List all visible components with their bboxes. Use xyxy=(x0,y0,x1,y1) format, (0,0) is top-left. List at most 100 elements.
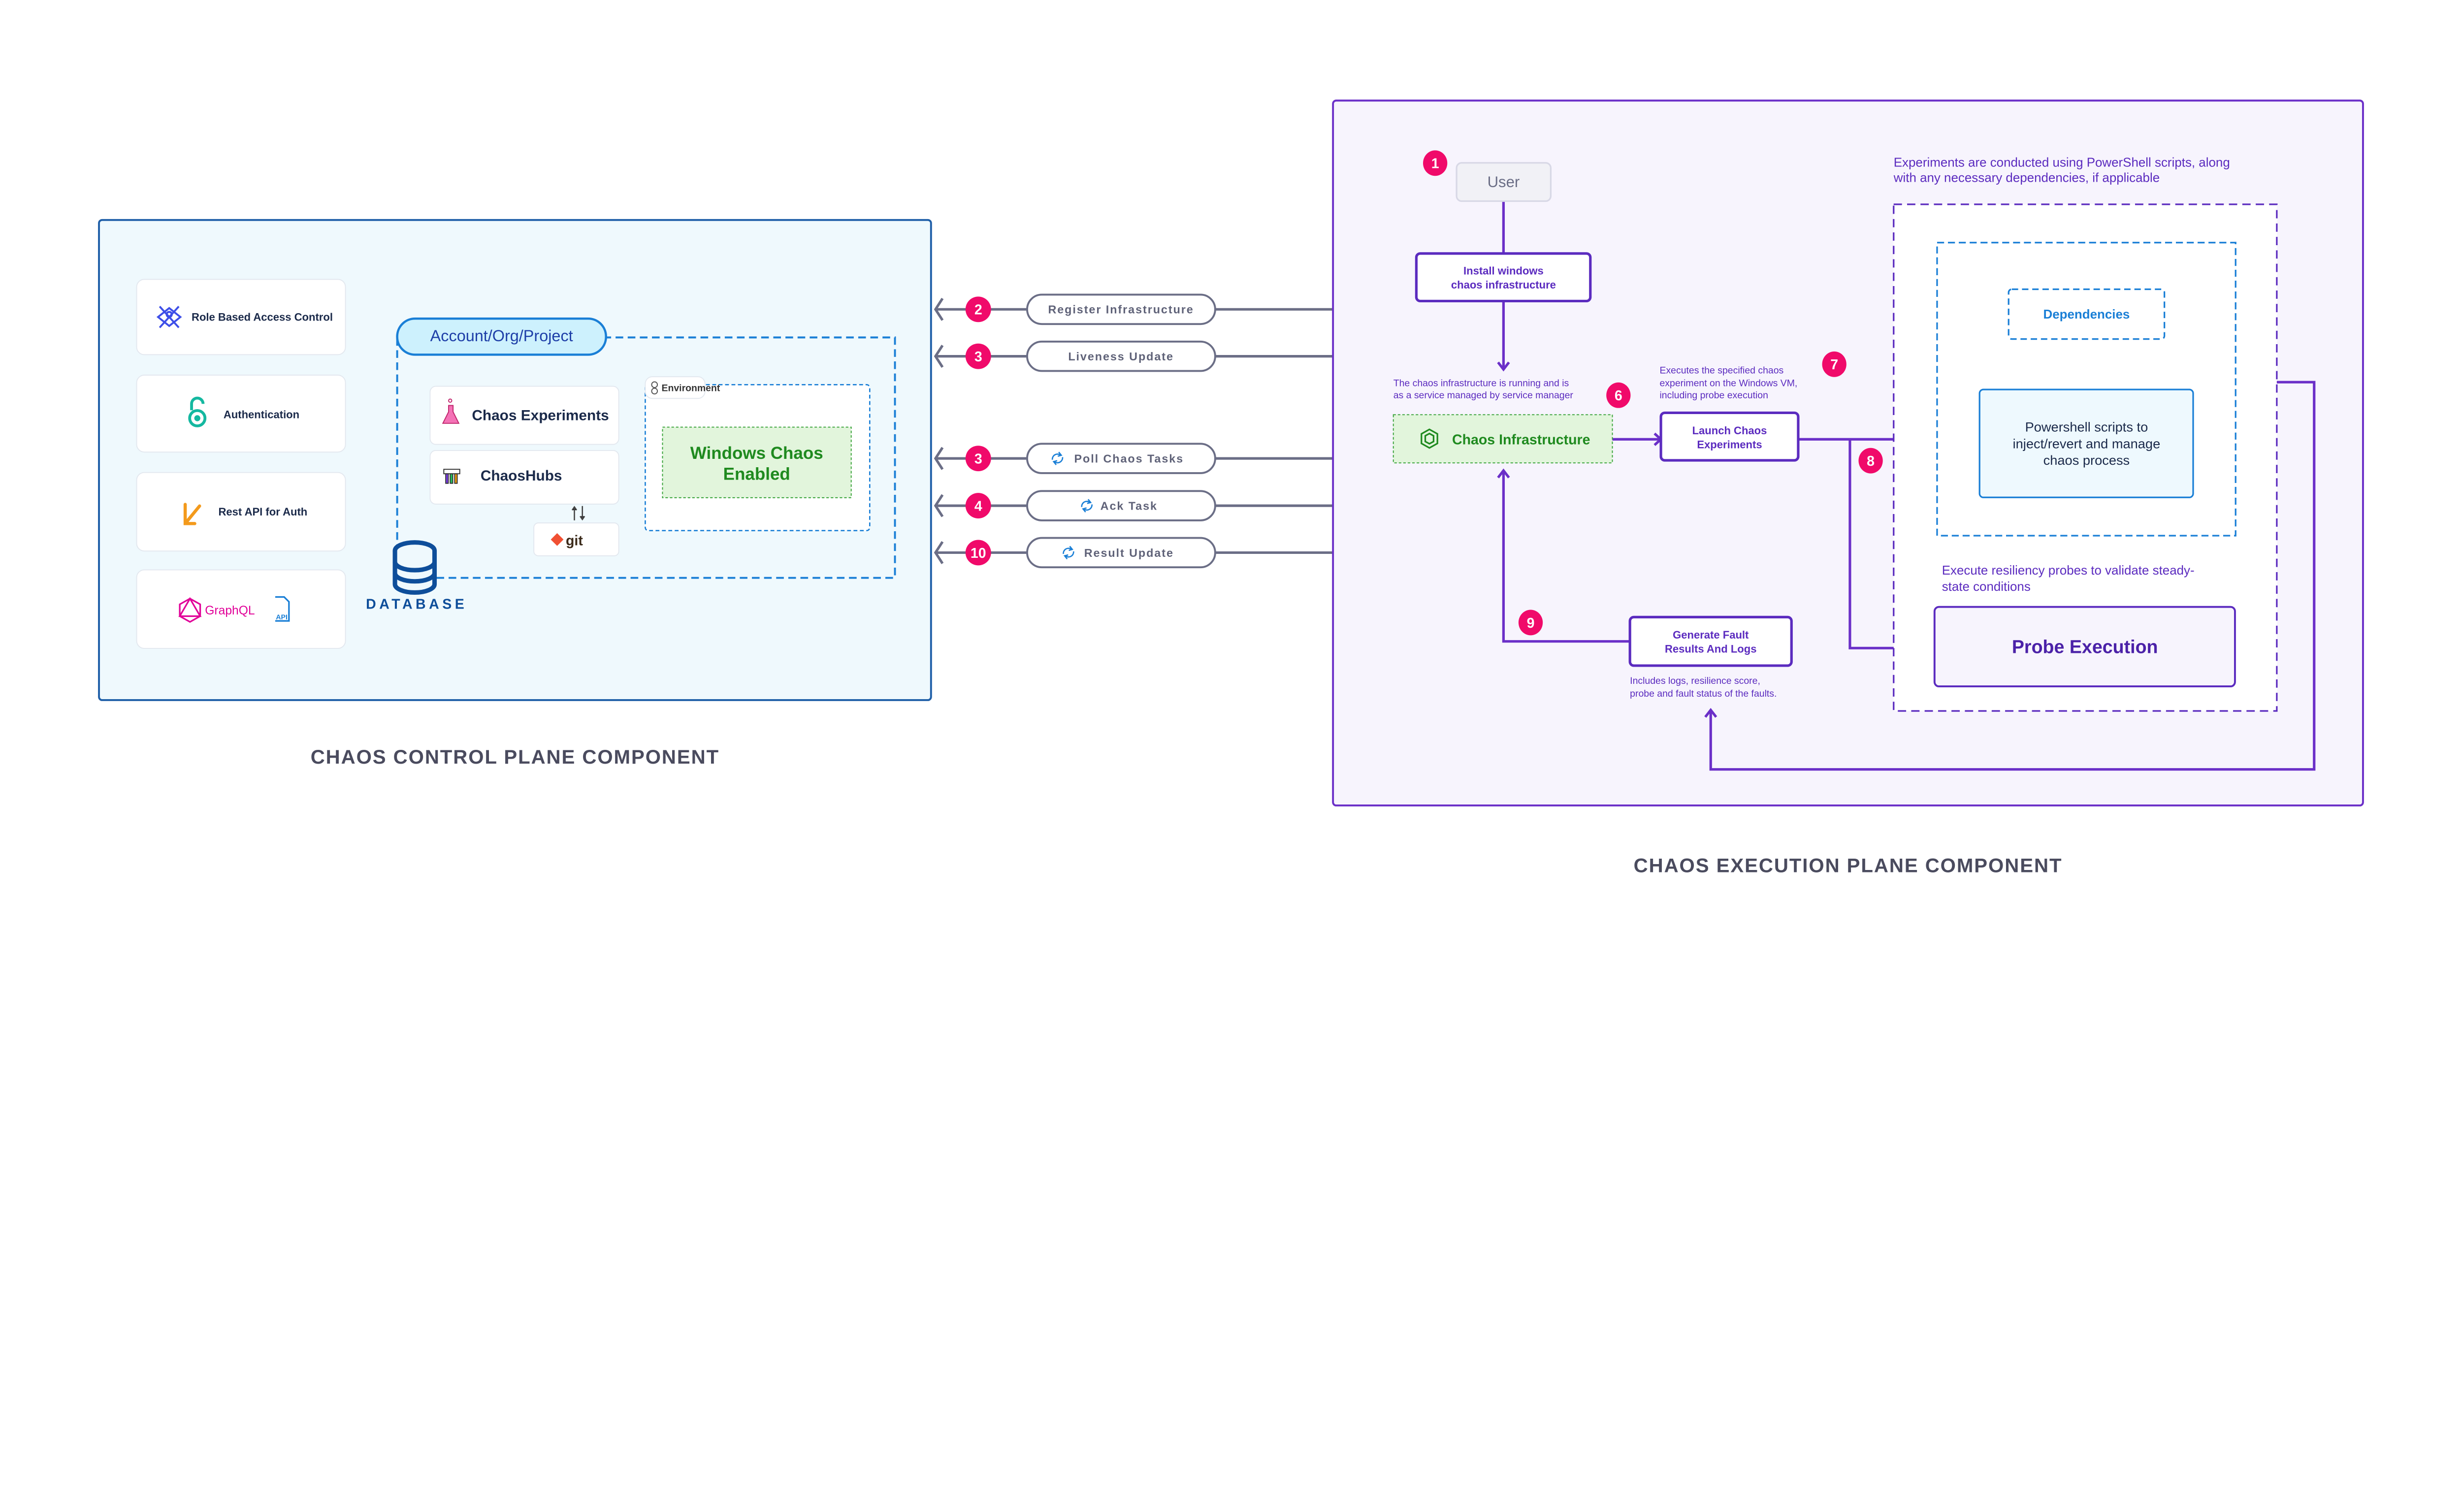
git-label: git xyxy=(566,533,583,549)
powershell-label: Powershell scripts to xyxy=(2025,419,2148,435)
environment-icon xyxy=(651,381,658,395)
powershell-note: with any necessary dependencies, if appl… xyxy=(1893,171,2160,185)
step-number: 7 xyxy=(1830,357,1838,373)
flask-icon xyxy=(442,398,460,424)
git-icon xyxy=(551,533,564,546)
windows-chaos-enabled-box xyxy=(662,426,852,498)
user-label: User xyxy=(1488,173,1520,191)
api-label: API xyxy=(276,613,288,621)
connector-arrow xyxy=(1704,381,2316,771)
lock-icon xyxy=(188,396,207,427)
message-label: Register Infrastructure xyxy=(1048,303,1194,316)
generate-label: Results And Logs xyxy=(1665,643,1756,655)
environment-label: Environment xyxy=(662,383,720,393)
card-label: Authentication xyxy=(224,408,299,420)
powershell-label: chaos process xyxy=(2043,452,2130,468)
scope-pill: Account/Org/Project xyxy=(396,317,607,356)
environment-box: Environment Windows Chaos Enabled xyxy=(645,376,871,531)
chaoshubs-label: ChaosHubs xyxy=(481,468,562,484)
generate-label: Generate Fault xyxy=(1673,629,1749,641)
step-number: 9 xyxy=(1527,615,1535,631)
step-number: 6 xyxy=(1615,388,1622,404)
message-arrows: 2 Register Infrastructure 3 Liveness Update… xyxy=(934,293,1333,569)
card-label: Role Based Access Control xyxy=(192,311,333,323)
card-authentication: Authentication xyxy=(136,374,346,453)
step-number: 10 xyxy=(971,546,986,561)
powershell-note: Experiments are conducted using PowerShe… xyxy=(1894,156,2230,169)
probe-execution-label: Probe Execution xyxy=(2012,637,2158,657)
card-rbac: Role Based Access Control xyxy=(136,279,346,355)
message-row: 3 Liveness Update xyxy=(934,340,1333,372)
results-note: probe and fault status of the faults. xyxy=(1630,688,1777,699)
execution-plane: User 1 Install windows chaos infrastruct… xyxy=(1332,99,2364,876)
step-badge: 1 xyxy=(1423,150,1448,176)
execute-note: including probe execution xyxy=(1659,390,1768,401)
connector-arrow xyxy=(1497,301,1510,372)
powershell-scripts-node: Powershell scripts to inject/revert and … xyxy=(1978,388,2194,498)
chaos-experiments-card: Chaos Experiments xyxy=(429,386,619,445)
infra-note: as a service managed by service manager xyxy=(1393,390,1574,401)
message-pill xyxy=(1026,490,1216,521)
card-rest-api: Rest API for Auth xyxy=(136,472,346,552)
message-pill xyxy=(1026,443,1216,474)
install-infrastructure-node: Install windows chaos infrastructure xyxy=(1415,252,1592,303)
connector-arrow xyxy=(1497,468,1630,643)
sync-icon xyxy=(1051,451,1064,465)
architecture-diagram: Role Based Access Control Authentication… xyxy=(98,99,2364,876)
sync-arrows-icon xyxy=(571,506,585,521)
sync-icon xyxy=(1081,499,1093,513)
probe-note: state conditions xyxy=(1942,580,2031,594)
dependencies-label: Dependencies xyxy=(2043,308,2130,322)
control-plane: Role Based Access Control Authentication… xyxy=(98,219,932,768)
git-card: git xyxy=(533,522,619,556)
step-badge xyxy=(965,446,991,472)
message-label: Ack Task xyxy=(1101,500,1158,513)
sync-icon xyxy=(1063,546,1074,560)
chaos-infrastructure-node: Chaos Infrastructure xyxy=(1393,414,1613,464)
dependencies-node: Dependencies xyxy=(2008,288,2166,340)
database-label: DATABASE xyxy=(366,597,467,612)
windows-chaos-label: Enabled xyxy=(723,465,790,484)
infra-note: The chaos infrastructure is running and … xyxy=(1393,378,1569,389)
step-badge: 6 xyxy=(1606,382,1631,408)
chaos-infrastructure-label: Chaos Infrastructure xyxy=(1452,432,1590,448)
message-row: 4 Ack Task xyxy=(934,490,1333,521)
card-label: Rest API for Auth xyxy=(219,506,308,518)
install-label: chaos infrastructure xyxy=(1451,279,1556,291)
message-label: Liveness Update xyxy=(1068,350,1174,363)
graphql-icon xyxy=(178,597,202,623)
message-pill xyxy=(1026,293,1216,325)
message-label: Poll Chaos Tasks xyxy=(1074,452,1184,465)
step-number: 3 xyxy=(974,349,982,365)
probe-execution-node: Probe Execution xyxy=(1933,606,2236,688)
powershell-label: inject/revert and manage xyxy=(2013,436,2161,451)
launch-label: Launch Chaos xyxy=(1692,424,1767,437)
execute-note: experiment on the Windows VM, xyxy=(1659,378,1797,389)
execute-note: Executes the specified chaos xyxy=(1659,365,1783,376)
chaos-experiments-label: Chaos Experiments xyxy=(472,407,609,423)
step-number: 8 xyxy=(1867,453,1875,469)
step-badge xyxy=(965,343,991,369)
step-number: 3 xyxy=(974,451,982,467)
step-badge: 7 xyxy=(1822,351,1846,377)
message-pill xyxy=(1026,537,1216,569)
results-note: Includes logs, resilience score, xyxy=(1630,676,1760,686)
step-number: 2 xyxy=(974,302,982,318)
message-row: 2 Register Infrastructure xyxy=(934,293,1333,325)
step-number: 1 xyxy=(1431,156,1439,172)
user-node: User xyxy=(1456,162,1552,202)
step-badge xyxy=(965,540,991,566)
control-plane-caption: CHAOS CONTROL PLANE COMPONENT xyxy=(311,746,719,768)
scope-label: Account/Org/Project xyxy=(430,327,573,345)
step-badge xyxy=(965,493,991,519)
rest-api-icon xyxy=(183,503,201,525)
launch-experiments-node: Launch Chaos Experiments xyxy=(1659,411,1800,462)
install-label: Install windows xyxy=(1463,265,1544,277)
graphql-label: GraphQL xyxy=(205,604,255,617)
step-badge: 9 xyxy=(1518,610,1543,636)
step-number: 4 xyxy=(974,498,982,514)
launch-label: Experiments xyxy=(1697,438,1762,450)
scope-container xyxy=(396,336,896,579)
card-graphql: GraphQL API xyxy=(136,569,346,649)
